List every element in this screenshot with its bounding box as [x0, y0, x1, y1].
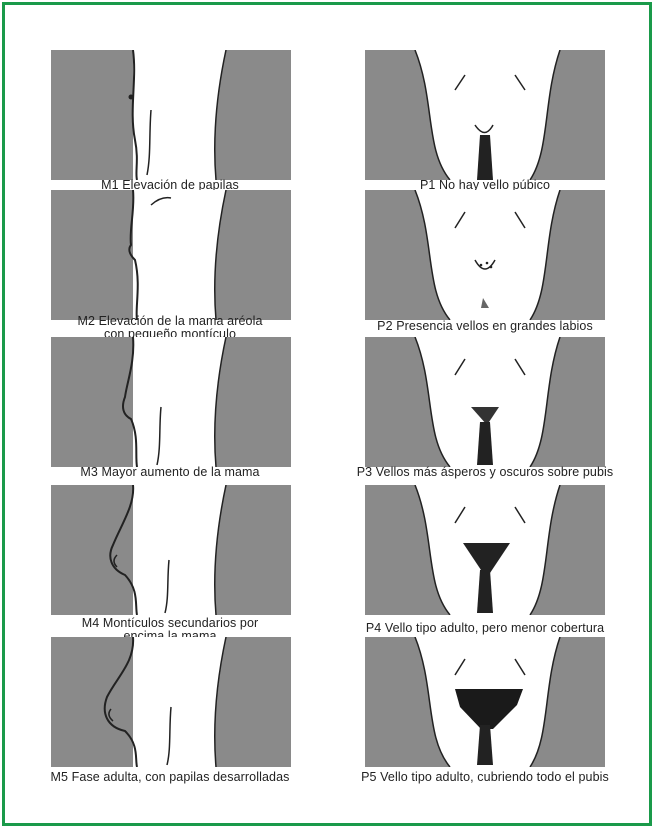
breast-stage-m5-illustration: [51, 637, 291, 767]
pubic-stage-p3-illustration: [365, 337, 605, 467]
breast-stage-m2-illustration: [51, 190, 291, 320]
breast-stage-m3-illustration: [51, 337, 291, 467]
caption-m5: M5 Fase adulta, con papilas desarrollada…: [20, 771, 320, 784]
caption-p4: P4 Vello tipo adulto, pero menor cobertu…: [335, 622, 635, 635]
pubic-stage-p4-illustration: [365, 485, 605, 615]
figure-frame: M1 Elevación de papilas P1 No hay vello …: [2, 2, 652, 826]
caption-p2: P2 Presencia vellos en grandes labios: [335, 320, 635, 333]
caption-p5: P5 Vello tipo adulto, cubriendo todo el …: [335, 771, 635, 784]
pubic-stage-p5-illustration: [365, 637, 605, 767]
pubic-stage-p1-illustration: [365, 50, 605, 180]
caption-m3: M3 Mayor aumento de la mama: [20, 466, 320, 479]
breast-stage-m4-illustration: [51, 485, 291, 615]
pubic-stage-p2-illustration: [365, 190, 605, 320]
caption-p3: P3 Vellos más ásperos y oscuros sobre pu…: [335, 466, 635, 479]
breast-stage-m1-illustration: [51, 50, 291, 180]
